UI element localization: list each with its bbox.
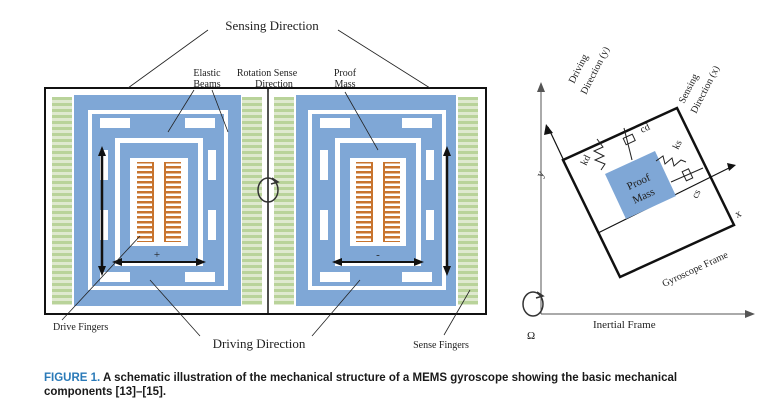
drive-comb bbox=[356, 162, 372, 242]
damper-cs bbox=[681, 168, 694, 182]
figure-caption: FIGURE 1. A schematic illustration of th… bbox=[44, 371, 744, 399]
left-sense-comb-left bbox=[52, 97, 72, 305]
cd-label: cd bbox=[639, 122, 652, 136]
rotation-sense-label-1: Rotation Sense bbox=[237, 68, 298, 79]
elastic-beam bbox=[100, 272, 130, 282]
gyroscope-frame-diagram: Driving Direction (y) Sensing Direction … bbox=[522, 45, 755, 342]
elastic-beam bbox=[100, 118, 130, 128]
minus-sign: - bbox=[376, 249, 380, 261]
sensing-direction-label: Sensing Direction bbox=[225, 18, 319, 33]
spring-ks bbox=[655, 155, 687, 167]
right-gyro-unit: - bbox=[296, 95, 456, 306]
kd-label: kd bbox=[579, 153, 593, 167]
left-gyro-unit: + bbox=[74, 95, 241, 306]
drive-comb bbox=[384, 162, 400, 242]
sense-fingers-label: Sense Fingers bbox=[413, 340, 469, 351]
caption-text: A schematic illustration of the mechanic… bbox=[44, 372, 678, 398]
omega-rotation-icon bbox=[522, 291, 545, 317]
drive-comb bbox=[137, 162, 153, 242]
mems-structure-schematic: + - bbox=[44, 18, 487, 351]
x-axis-label: x bbox=[733, 207, 744, 220]
inertial-frame-label: Inertial Frame bbox=[593, 319, 656, 331]
y-axis-label: y bbox=[534, 169, 547, 180]
right-sense-comb-right bbox=[458, 97, 478, 305]
drive-fingers-label: Drive Fingers bbox=[53, 322, 108, 333]
spring-kd bbox=[592, 138, 606, 171]
left-sense-comb-right bbox=[242, 97, 262, 305]
elastic-beam bbox=[185, 118, 215, 128]
elastic-beams-label-2: Beams bbox=[193, 79, 220, 90]
omega-label: Ω bbox=[527, 330, 535, 342]
plus-sign: + bbox=[154, 249, 160, 261]
figure-number: FIGURE 1. bbox=[44, 372, 101, 384]
rotation-sense-label-2: Direction bbox=[255, 79, 293, 90]
drive-comb bbox=[165, 162, 181, 242]
driving-direction-label: Driving Direction bbox=[213, 336, 306, 351]
elastic-beams-label-1: Elastic bbox=[193, 68, 221, 79]
elastic-beam bbox=[185, 272, 215, 282]
proof-mass-label-2: Mass bbox=[334, 79, 355, 90]
right-sense-comb-left bbox=[274, 97, 294, 305]
diagram-proof-mass bbox=[605, 151, 676, 219]
proof-mass-label-1: Proof bbox=[334, 68, 357, 79]
gyroscope-frame-label: Gyroscope Frame bbox=[661, 249, 731, 289]
damper-cd bbox=[622, 133, 636, 146]
